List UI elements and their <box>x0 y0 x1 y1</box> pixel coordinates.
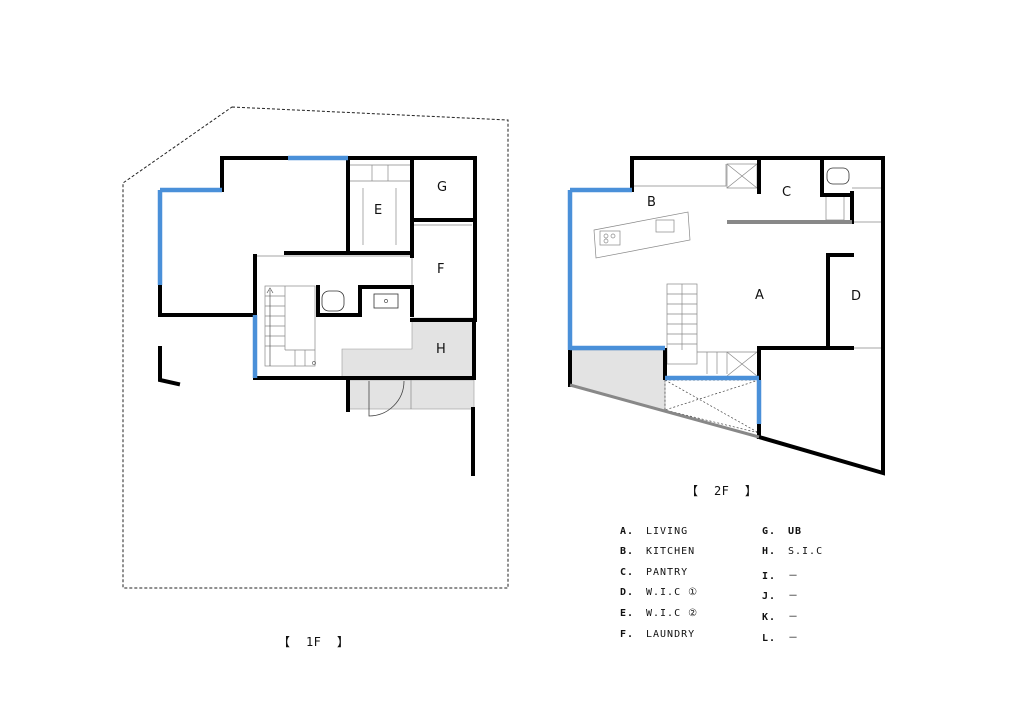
legend-item: E.W.I.C ② <box>620 608 699 619</box>
thin-lines <box>255 164 472 409</box>
wash-basin-icon <box>373 293 399 309</box>
room-label-b: B <box>647 195 656 210</box>
balcony-shade <box>569 349 666 411</box>
legend-item: F.LAUNDRY <box>620 629 696 640</box>
first-floor-plan: E G F H <box>122 106 509 589</box>
first-floor-label: 【 1F 】 <box>278 635 350 649</box>
room-label-h: H <box>436 342 446 357</box>
room-label-e: E <box>374 203 382 218</box>
legend-item: L.－ <box>762 633 799 644</box>
second-toilet-icon <box>826 167 850 185</box>
balcony-rail <box>569 383 760 439</box>
room-label-f: F <box>437 262 444 277</box>
room-label-c: C <box>782 185 791 200</box>
legend-item: A.LIVING <box>620 526 689 537</box>
second-floor-windows <box>567 187 762 424</box>
legend-item: I.－ <box>762 571 799 582</box>
second-floor-walls <box>568 156 885 476</box>
room-legend: A.LIVING B.KITCHEN C.PANTRY D.W.I.C ① E.… <box>620 526 920 646</box>
legend-item: J.－ <box>762 591 799 602</box>
first-floor-walls <box>158 156 477 476</box>
second-thin-lines <box>593 163 883 377</box>
site-boundary <box>122 106 509 589</box>
legend-item: H.S.I.C <box>762 546 824 557</box>
stair-start-mark <box>312 361 316 365</box>
entrance-door-icon <box>368 380 405 417</box>
legend-item: K.－ <box>762 612 799 623</box>
second-floor-plan: B C A D <box>567 156 885 476</box>
storage-shade <box>341 317 475 379</box>
second-floor-label: 【 2F 】 <box>686 484 758 498</box>
basin-drain-icon <box>384 299 388 303</box>
legend-item: G.UB <box>762 526 803 537</box>
stair-arrow-head <box>266 287 274 294</box>
legend-item: D.W.I.C ① <box>620 587 699 598</box>
legend-item: C.PANTRY <box>620 567 689 578</box>
room-label-a: A <box>755 288 764 303</box>
first-floor-windows <box>157 155 348 378</box>
legend-item: B.KITCHEN <box>620 546 696 557</box>
void-dashed <box>664 379 760 434</box>
room-label-d: D <box>851 289 861 304</box>
room-label-g: G <box>437 180 447 195</box>
toilet-icon <box>321 290 345 312</box>
